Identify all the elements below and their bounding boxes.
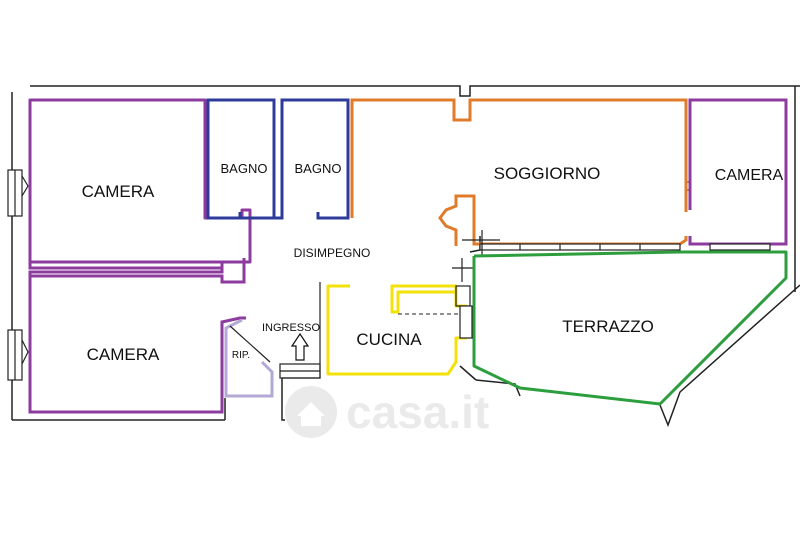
- label-camera-top-left: CAMERA: [82, 182, 155, 201]
- room-outline-camera-top-left: [28, 98, 252, 264]
- room-outline-camera-bottom-left: [28, 260, 246, 284]
- room-outline-camera-top-left-closure: [30, 100, 246, 262]
- cucina-window: [459, 305, 473, 339]
- room-outline-bagno-1: [206, 98, 276, 220]
- ripostiglio-door-swing: [229, 325, 271, 363]
- room-outline-camera-right: [688, 98, 788, 246]
- room-outline-ripostiglio: [224, 318, 274, 398]
- up-arrow-icon: [290, 332, 310, 361]
- label-cucina: CUCINA: [356, 330, 422, 349]
- house-icon: [285, 386, 337, 438]
- room-outline-bagno-2: [272, 98, 350, 220]
- door-marks: [452, 230, 500, 282]
- label-ingresso: INGRESSO: [262, 322, 321, 334]
- window-strip-soggiorno: [479, 243, 771, 251]
- entrance-door: [279, 363, 321, 379]
- label-bagno-1: BAGNO: [221, 161, 268, 176]
- watermark-brand: casa.it: [346, 386, 489, 438]
- camera-top-left-bottom-edge: [28, 258, 246, 270]
- label-terrazzo: TERRAZZO: [562, 317, 654, 336]
- watermark: casa.it: [285, 386, 489, 438]
- label-ripostiglio: RIP.: [232, 350, 250, 361]
- window-bottom-left: [7, 329, 29, 381]
- room-outline-camera-bottom-left-body: [28, 276, 246, 414]
- room-outline-soggiorno-bottom: [438, 194, 688, 246]
- label-camera-bottom-left: CAMERA: [87, 345, 160, 364]
- room-outline-soggiorno: [350, 98, 688, 218]
- label-bagno-2: BAGNO: [295, 161, 342, 176]
- cucina-wall-block: [455, 285, 471, 307]
- label-disimpegno: DISIMPEGNO: [294, 246, 371, 260]
- label-soggiorno: SOGGIORNO: [494, 164, 601, 183]
- room-outline-terrazzo: [472, 250, 788, 406]
- window-top-left: [7, 169, 29, 217]
- label-camera-right: CAMERA: [715, 167, 784, 184]
